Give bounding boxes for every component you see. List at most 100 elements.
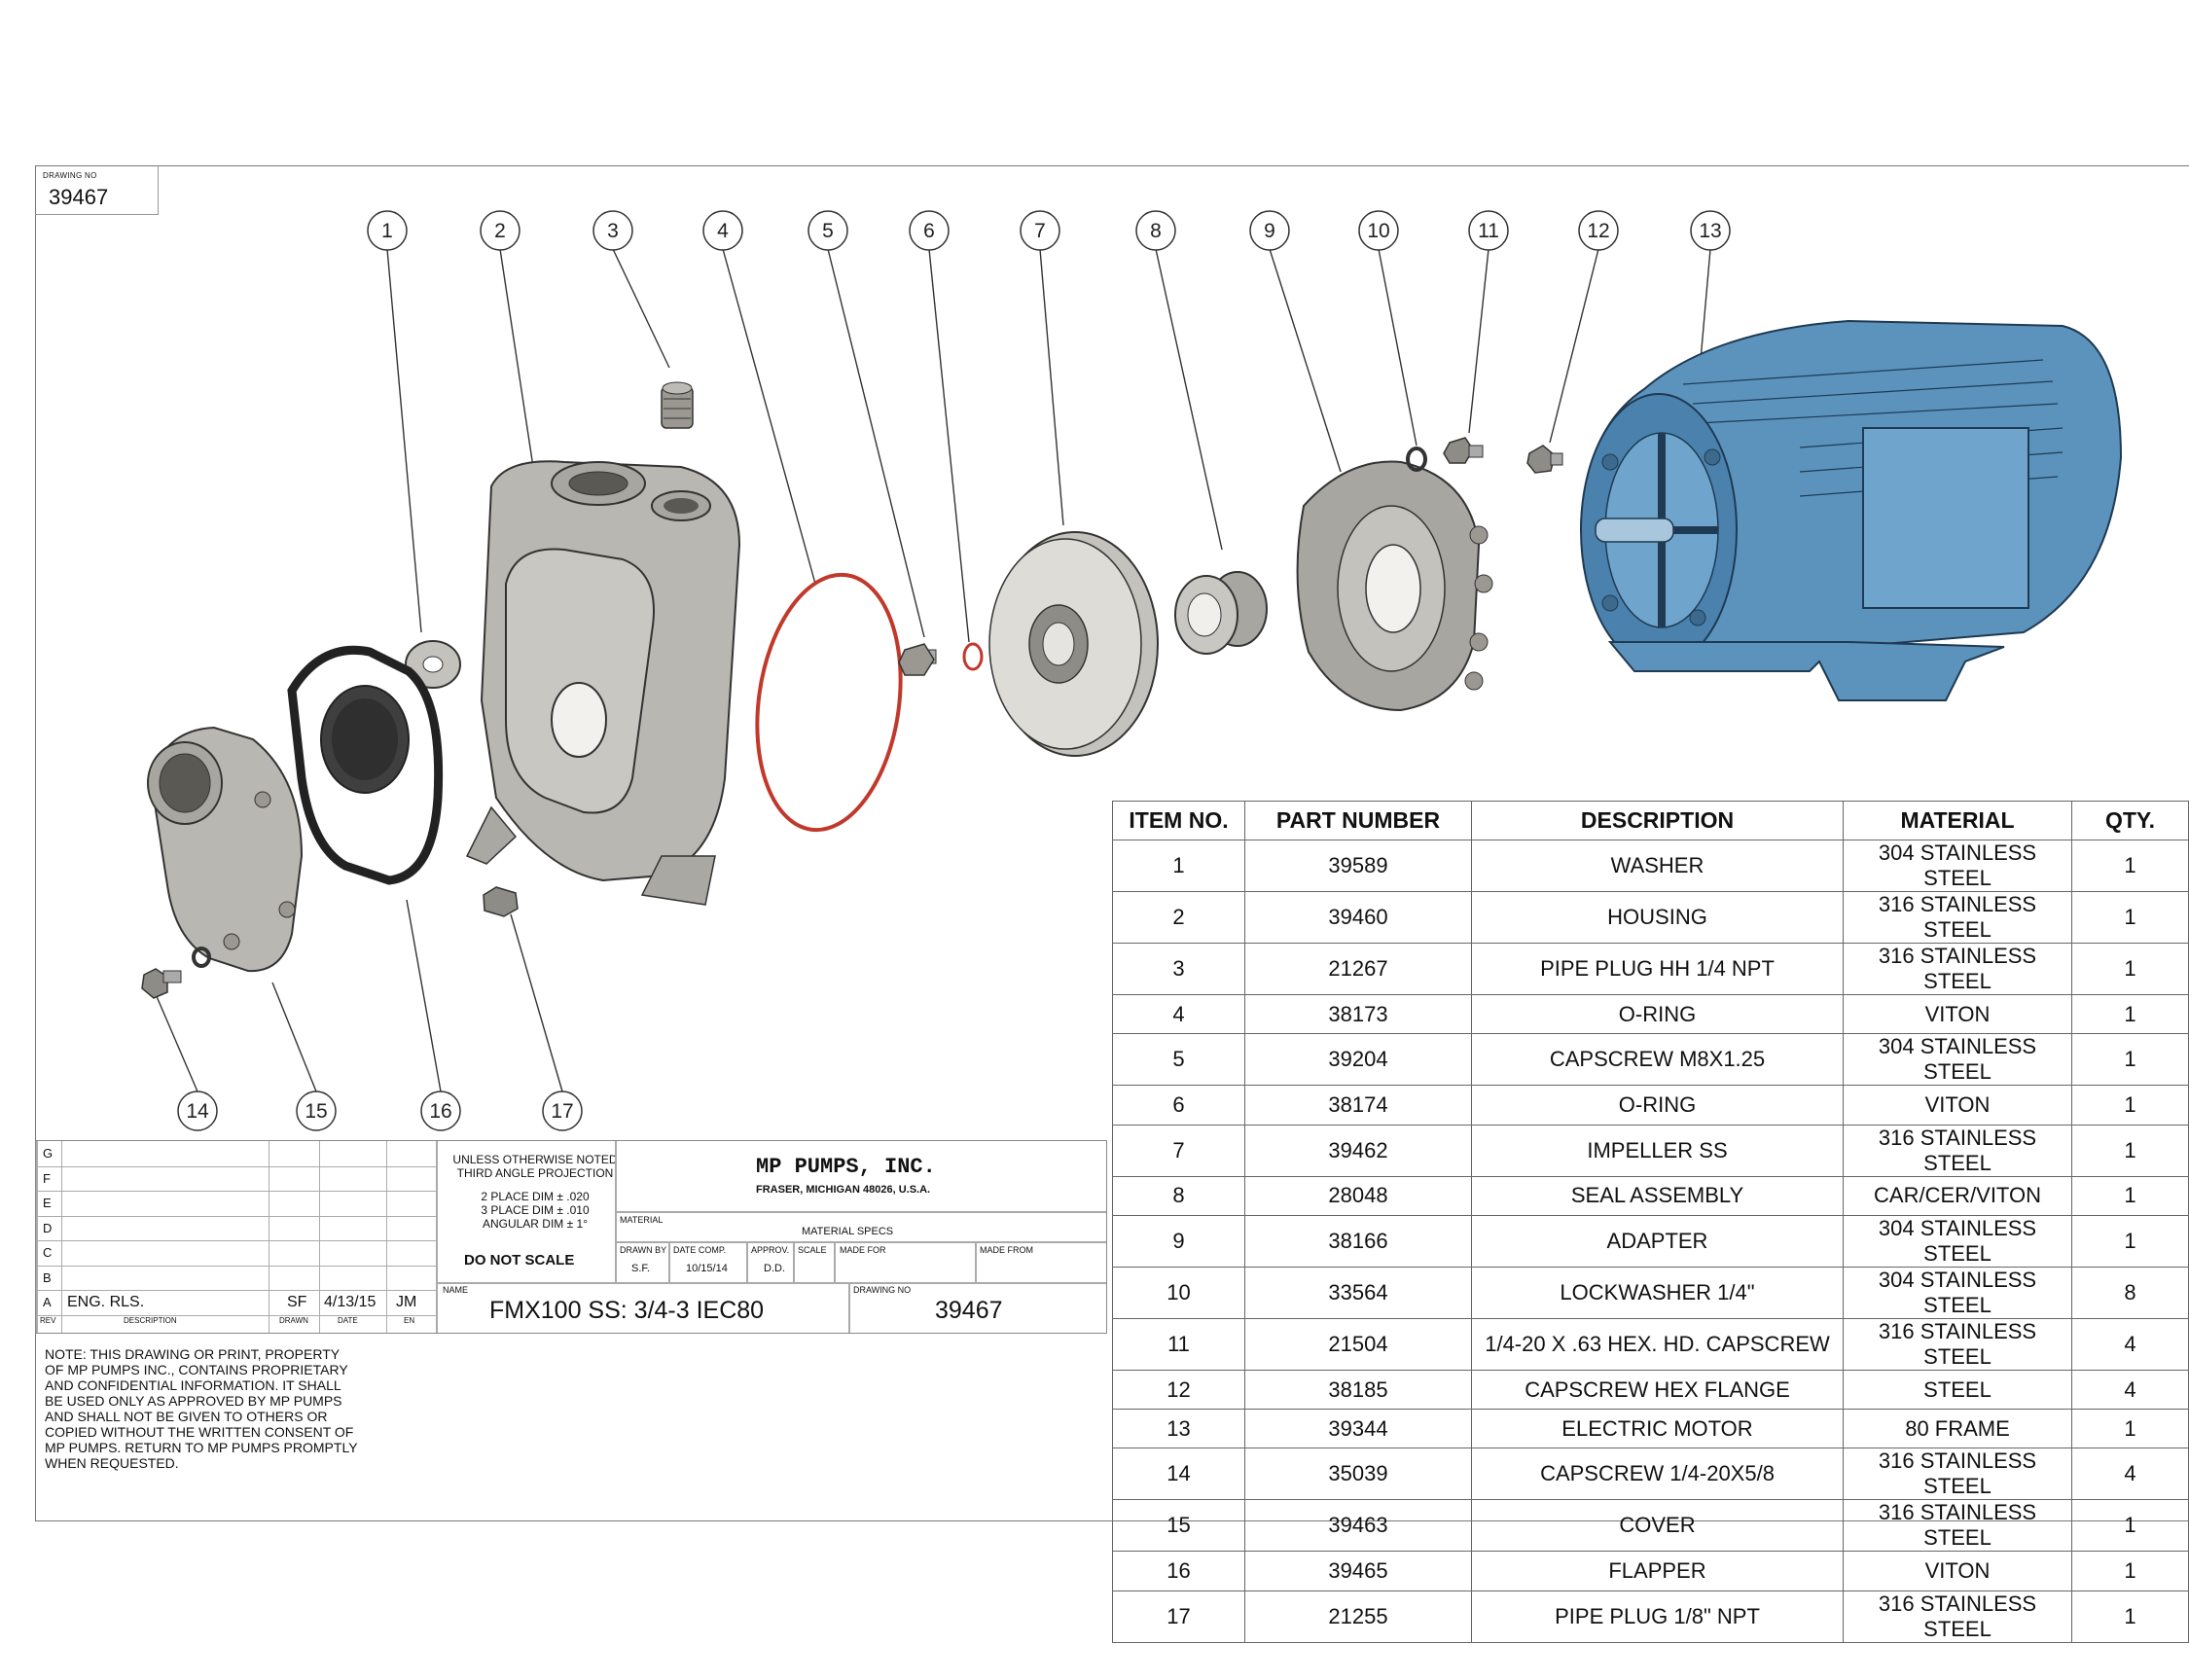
part-capscrew-14 xyxy=(141,947,211,999)
bom-cell-part-number: 21267 xyxy=(1244,943,1472,995)
balloon-12: 12 xyxy=(1578,210,1619,251)
drawing-number: 39467 xyxy=(49,185,109,209)
bom-cell-item-no: 12 xyxy=(1112,1369,1245,1411)
bom-cell-part-number: 39465 xyxy=(1244,1551,1472,1591)
part-capscrew-11 xyxy=(1443,437,1484,464)
scale-label: SCALE xyxy=(798,1245,827,1255)
tolerance-line-4: 3 PLACE DIM ± .010 xyxy=(481,1203,590,1217)
balloon-10: 10 xyxy=(1358,210,1399,251)
balloon-5: 5 xyxy=(807,210,848,251)
bom-cell-part-number: 38185 xyxy=(1244,1369,1472,1411)
tolerance-line-3: 2 PLACE DIM ± .020 xyxy=(481,1190,590,1203)
bill-of-materials-table: ITEM NO. PART NUMBER DESCRIPTION MATERIA… xyxy=(1112,801,2189,1643)
bom-cell-description: COVER xyxy=(1471,1499,1844,1553)
balloon-2: 2 xyxy=(480,210,520,251)
bom-cell-qty: 1 xyxy=(2071,1551,2189,1591)
bom-cell-part-number: 39589 xyxy=(1244,840,1472,892)
part-lockwasher xyxy=(1406,447,1427,472)
approv-label: APPROV. xyxy=(751,1245,790,1255)
bom-cell-material: 304 STAINLESS STEEL xyxy=(1843,1266,2072,1319)
bom-cell-qty: 1 xyxy=(2071,1124,2189,1177)
do-not-scale: DO NOT SCALE xyxy=(464,1252,575,1269)
bom-cell-part-number: 39463 xyxy=(1244,1499,1472,1553)
bom-cell-item-no: 14 xyxy=(1112,1448,1245,1501)
bom-cell-item-no: 2 xyxy=(1112,891,1245,944)
svg-text:2: 2 xyxy=(494,220,506,242)
bom-cell-part-number: 39462 xyxy=(1244,1124,1472,1177)
bom-cell-qty: 1 xyxy=(2071,1499,2189,1553)
svg-text:16: 16 xyxy=(429,1100,451,1123)
svg-text:4: 4 xyxy=(717,220,729,242)
bom-cell-qty: 1 xyxy=(2071,1409,2189,1449)
made-for-label: MADE FOR xyxy=(840,1245,886,1255)
part-pipe-plug-3 xyxy=(661,381,694,429)
bom-cell-qty: 1 xyxy=(2071,1033,2189,1087)
note-line: MP PUMPS. RETURN TO MP PUMPS PROMPTLY xyxy=(45,1440,358,1455)
material-label: MATERIAL xyxy=(620,1215,664,1225)
bom-cell-description: CAPSCREW M8X1.25 xyxy=(1471,1033,1844,1087)
bom-cell-qty: 1 xyxy=(2071,1085,2189,1126)
svg-text:17: 17 xyxy=(551,1100,573,1123)
balloon-3: 3 xyxy=(592,210,633,251)
bom-cell-item-no: 3 xyxy=(1112,943,1245,995)
svg-text:10: 10 xyxy=(1367,220,1389,242)
bom-cell-description: ELECTRIC MOTOR xyxy=(1471,1409,1844,1449)
bom-cell-description: WASHER xyxy=(1471,840,1844,892)
bom-cell-description: SEAL ASSEMBLY xyxy=(1471,1175,1844,1216)
bom-cell-item-no: 15 xyxy=(1112,1499,1245,1553)
revision-letter: A xyxy=(43,1295,52,1309)
revision-letter: F xyxy=(43,1170,51,1186)
svg-text:9: 9 xyxy=(1264,220,1275,242)
bom-cell-material: 316 STAINLESS STEEL xyxy=(1843,1317,2072,1371)
balloon-15: 15 xyxy=(296,1090,337,1131)
bom-cell-item-no: 13 xyxy=(1112,1409,1245,1449)
bom-cell-material: CAR/CER/VITON xyxy=(1843,1175,2072,1216)
bom-cell-description: ADAPTER xyxy=(1471,1214,1844,1268)
bom-cell-qty: 1 xyxy=(2071,840,2189,892)
balloon-14: 14 xyxy=(177,1090,218,1131)
bom-cell-item-no: 16 xyxy=(1112,1551,1245,1591)
bom-cell-item-no: 8 xyxy=(1112,1175,1245,1216)
bom-cell-material: VITON xyxy=(1843,993,2072,1035)
bom-cell-description: PIPE PLUG HH 1/4 NPT xyxy=(1471,943,1844,995)
date-comp-label: DATE COMP. xyxy=(673,1245,727,1255)
balloon-16: 16 xyxy=(420,1090,461,1131)
drawing-name: FMX100 SS: 3/4-3 IEC80 xyxy=(489,1297,765,1324)
bom-cell-qty: 4 xyxy=(2071,1448,2189,1501)
bom-cell-item-no: 17 xyxy=(1112,1590,1245,1643)
svg-text:8: 8 xyxy=(1150,220,1162,242)
made-from-label: MADE FROM xyxy=(980,1245,1033,1255)
balloon-8: 8 xyxy=(1135,210,1176,251)
bom-cell-material: 304 STAINLESS STEEL xyxy=(1843,840,2072,892)
svg-text:6: 6 xyxy=(923,220,935,242)
bom-cell-description: 1/4-20 X .63 HEX. HD. CAPSCREW xyxy=(1471,1317,1844,1371)
bom-cell-qty: 1 xyxy=(2071,1214,2189,1268)
tolerance-line-2: THIRD ANGLE PROJECTION xyxy=(456,1166,614,1180)
svg-text:11: 11 xyxy=(1478,220,1499,242)
revision-letter: C xyxy=(43,1245,53,1260)
tolerance-notes: UNLESS OTHERWISE NOTED THIRD ANGLE PROJE… xyxy=(443,1153,628,1231)
part-housing xyxy=(465,460,741,906)
bom-cell-item-no: 4 xyxy=(1112,993,1245,1035)
revision-a-drawn: SF xyxy=(287,1294,307,1310)
part-capscrew-5 xyxy=(898,643,937,676)
part-pipe-plug-17 xyxy=(483,886,519,917)
revision-letter: G xyxy=(43,1146,54,1161)
bom-cell-description: CAPSCREW 1/4-20X5/8 xyxy=(1471,1448,1844,1501)
bom-cell-material: 316 STAINLESS STEEL xyxy=(1843,1448,2072,1501)
revision-a-date: 4/13/15 xyxy=(324,1294,377,1310)
revision-col-label-rev: REV xyxy=(40,1315,56,1325)
balloon-1: 1 xyxy=(367,210,408,251)
drawn-by-value: S.F. xyxy=(631,1263,650,1274)
bom-cell-part-number: 38166 xyxy=(1244,1214,1472,1268)
